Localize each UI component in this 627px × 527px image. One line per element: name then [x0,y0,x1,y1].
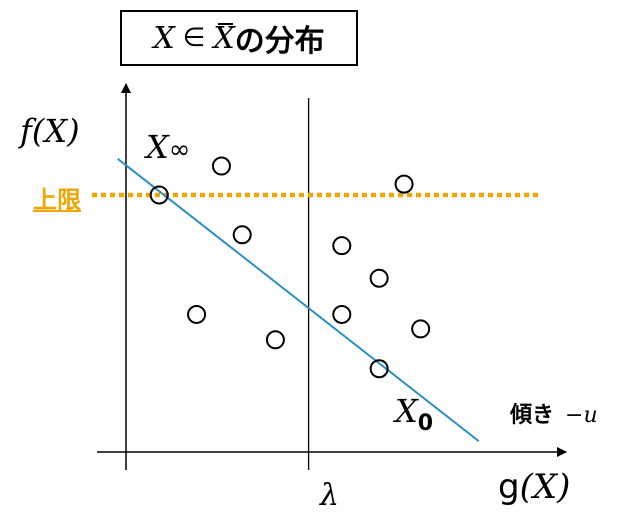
x-axis-label-g: g [498,467,520,507]
slope-line [117,157,480,442]
lambda-label: λ [320,478,340,513]
x0-label: X0 [395,392,433,436]
data-point [265,330,285,350]
title-box: X ∈ X の分布 [120,10,358,66]
data-point [232,225,252,245]
slope-value: −u [565,403,598,428]
data-point [369,359,389,379]
title-suffix: の分布 [234,24,325,59]
slope-label: 傾き −u [510,397,598,429]
title-set: X [213,20,235,56]
data-point [187,304,207,324]
data-point [394,174,414,194]
data-points [149,156,431,379]
data-point [332,236,352,256]
data-point [411,319,431,339]
x0-base: X [395,392,418,430]
upper-limit-label: 上限 [33,186,81,214]
x-inf-base: X [146,128,169,166]
data-point [369,268,389,288]
data-point [149,185,169,205]
x-inf-sub: ∞ [168,135,191,165]
x0-sub: 0 [417,411,434,436]
x-inf-label: X∞ [146,128,190,166]
title-op: ∈ [182,23,206,53]
y-axis-label: f(X) [20,112,80,150]
slope-text: 傾き [510,403,555,428]
x-axis-label-arg: (X) [519,467,571,507]
data-point [211,156,231,176]
x-axis-label: g(X) [498,467,570,507]
title-var: X [153,20,175,56]
data-point [332,304,352,324]
